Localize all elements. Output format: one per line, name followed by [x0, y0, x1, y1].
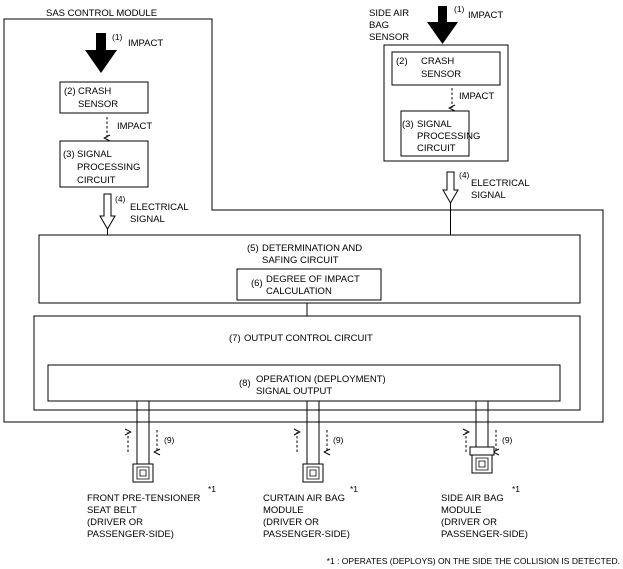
degree-box: [236, 268, 382, 301]
crash-sensor-label-left-2: SENSOR: [78, 99, 118, 110]
output-3-label-1: SIDE AIR BAG: [441, 493, 504, 504]
degree-num: (6): [251, 278, 263, 289]
connector-icon-2: [302, 463, 324, 483]
operation-label-1: OPERATION (DEPLOYMENT): [256, 374, 386, 385]
feedback-num-2: (9): [333, 435, 344, 445]
signal-proc-num-left: (3): [63, 149, 75, 160]
output-1-label-1: FRONT PRE-TENSIONER: [87, 493, 200, 504]
impact-label-right: IMPACT: [468, 10, 503, 21]
output-2-label-3: (DRIVER OR: [263, 517, 319, 528]
electrical-label-left-2: SIGNAL: [130, 214, 165, 225]
signal-proc-label-left-2: PROCESSING: [77, 162, 140, 173]
determination-box: [38, 234, 581, 304]
signal-proc-label-right-2: PROCESSING: [417, 131, 480, 142]
crash-sensor-box-right: [391, 51, 501, 86]
connector-icon-3-top: [469, 446, 495, 456]
degree-label-2: CALCULATION: [266, 286, 332, 297]
crash-sensor-num-left: (2): [64, 86, 76, 97]
electrical-num-left: (4): [115, 194, 126, 204]
electrical-label-left-1: ELECTRICAL: [130, 202, 189, 213]
signal-proc-label-right-1: SIGNAL: [417, 119, 452, 130]
connector-icon-2-detail: [306, 466, 320, 480]
degree-label-1: DEGREE OF IMPACT: [266, 274, 360, 285]
connector-icon-1: [132, 463, 154, 483]
impact-small-label-left: IMPACT: [117, 121, 152, 132]
impact-arrow-right: [427, 6, 458, 44]
operation-num: (8): [239, 378, 251, 389]
determination-label-1: DETERMINATION AND: [262, 243, 362, 254]
operation-box: [47, 364, 561, 402]
determination-label-2: SAFING CIRCUIT: [262, 255, 339, 266]
output-3-label-2: MODULE: [441, 505, 482, 516]
connector-icon-1-detail: [136, 466, 150, 480]
impact-arrow-left: [85, 33, 117, 73]
output-1-label-3: (DRIVER OR: [87, 517, 143, 528]
impact-num-left: (1): [112, 32, 123, 42]
electrical-num-right: (4): [459, 170, 470, 180]
output-1-label-4: PASSENGER-SIDE): [87, 529, 174, 540]
output-2-label-4: PASSENGER-SIDE): [263, 529, 350, 540]
impact-num-right: (1): [454, 4, 465, 14]
crash-sensor-box-left: [59, 81, 149, 114]
signal-processing-box-left: [59, 140, 149, 188]
operation-label-2: SIGNAL OUTPUT: [256, 386, 332, 397]
side-sensor-title-1: SIDE AIR: [369, 8, 409, 19]
determination-num: (5): [247, 243, 259, 254]
connector-icon-3-detail: [475, 457, 489, 471]
output-2-label-2: MODULE: [263, 505, 304, 516]
signal-proc-label-left-1: SIGNAL: [77, 149, 112, 160]
signal-proc-label-right-3: CIRCUIT: [417, 143, 456, 154]
output-2-note: *1: [350, 484, 358, 494]
output-1-label-2: SEAT BELT: [87, 505, 137, 516]
crash-sensor-label-left-1: CRASH: [78, 86, 111, 97]
electrical-label-right-1: ELECTRICAL: [471, 178, 530, 189]
output-1-note: *1: [208, 484, 216, 494]
side-sensor-box: [383, 44, 509, 162]
output-3-note: *1: [512, 484, 520, 494]
output-control-label: OUTPUT CONTROL CIRCUIT: [244, 333, 373, 344]
crash-sensor-label-right-2: SENSOR: [421, 69, 461, 80]
impact-label-left: IMPACT: [128, 38, 163, 49]
electrical-arrow-left: [99, 193, 116, 231]
footnote: *1 : OPERATES (DEPLOYS) ON THE SIDE THE …: [327, 556, 620, 566]
side-sensor-title-3: SENSOR: [369, 32, 409, 43]
side-sensor-title-2: BAG: [369, 20, 389, 31]
crash-sensor-label-right-1: CRASH: [421, 56, 454, 67]
output-control-num: (7): [229, 333, 241, 344]
electrical-label-right-2: SIGNAL: [471, 190, 506, 201]
signal-processing-box-right: [400, 110, 470, 157]
feedback-num-1: (9): [164, 435, 175, 445]
output-3-label-3: (DRIVER OR: [441, 517, 497, 528]
sas-module-outline: [3, 18, 604, 423]
feedback-num-3: (9): [502, 435, 513, 445]
crash-sensor-num-right: (2): [396, 56, 408, 67]
output-3-label-4: PASSENGER-SIDE): [441, 529, 528, 540]
signal-proc-num-right: (3): [402, 119, 414, 130]
electrical-arrow-right: [442, 171, 459, 205]
sas-module-title: SAS CONTROL MODULE: [46, 8, 157, 19]
connector-icon-3: [471, 454, 493, 474]
signal-proc-label-left-3: CIRCUIT: [77, 175, 116, 186]
output-2-label-1: CURTAIN AIR BAG: [263, 493, 345, 504]
impact-small-label-right: IMPACT: [459, 91, 494, 102]
